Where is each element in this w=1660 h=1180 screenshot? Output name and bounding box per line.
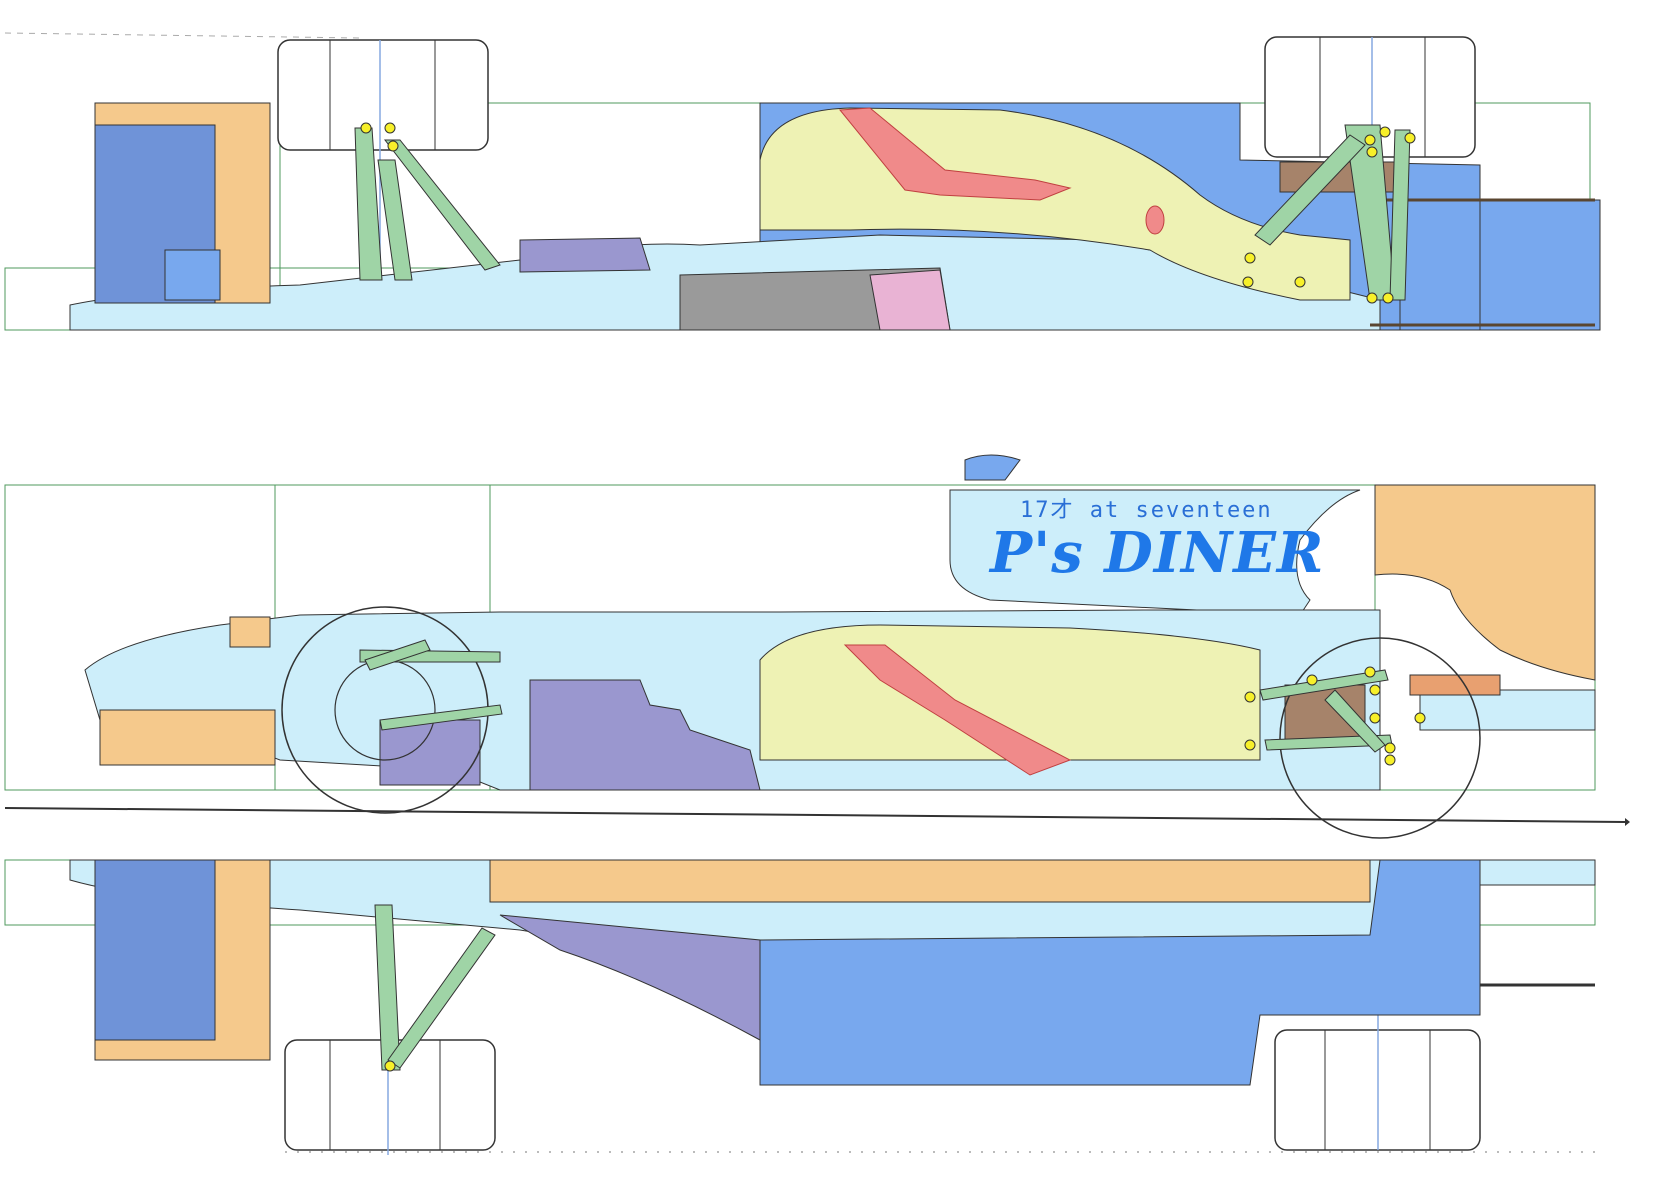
roll-hoop-side <box>964 454 1021 481</box>
diffuser-side <box>1419 689 1596 731</box>
rear-suspension-top <box>1254 124 1411 301</box>
bottom-plan-view <box>4 859 1600 1155</box>
nose-camera <box>229 616 271 648</box>
exhaust-top <box>1145 205 1165 235</box>
front-pivot-bottom <box>384 1060 396 1072</box>
rear-wheel-side <box>1279 637 1481 839</box>
front-suspension-top <box>354 127 501 281</box>
top-plan-view <box>4 32 1601 331</box>
rear-wing-top <box>1399 199 1481 331</box>
front-suspension-bottom <box>374 904 496 1071</box>
sponsor-brand: P's DINER <box>990 520 1325 586</box>
rear-wing-side <box>1374 484 1596 681</box>
floor-bottom <box>759 859 1481 1086</box>
floor-plank <box>489 859 1371 903</box>
front-suspension-side <box>359 639 503 731</box>
front-wing-endplate-bottom <box>94 859 216 1041</box>
livery-stripe-side <box>843 644 1072 776</box>
sidepod-stairs <box>529 679 761 791</box>
rear-suspension-side <box>1259 669 1393 753</box>
livery-stripe-top <box>839 107 1072 201</box>
sponsor-tagline: 17才 at seventeen <box>1020 498 1273 523</box>
suspension-pivot-points <box>360 122 1416 304</box>
suspension-pivot-points-side <box>1244 666 1426 766</box>
side-elevation-view <box>4 454 1630 839</box>
front-wing-side <box>99 709 276 766</box>
bargeboard-top <box>519 237 651 273</box>
ground-line <box>4 807 1626 823</box>
airbox-side <box>949 489 1361 616</box>
front-left-tyre <box>277 39 489 151</box>
